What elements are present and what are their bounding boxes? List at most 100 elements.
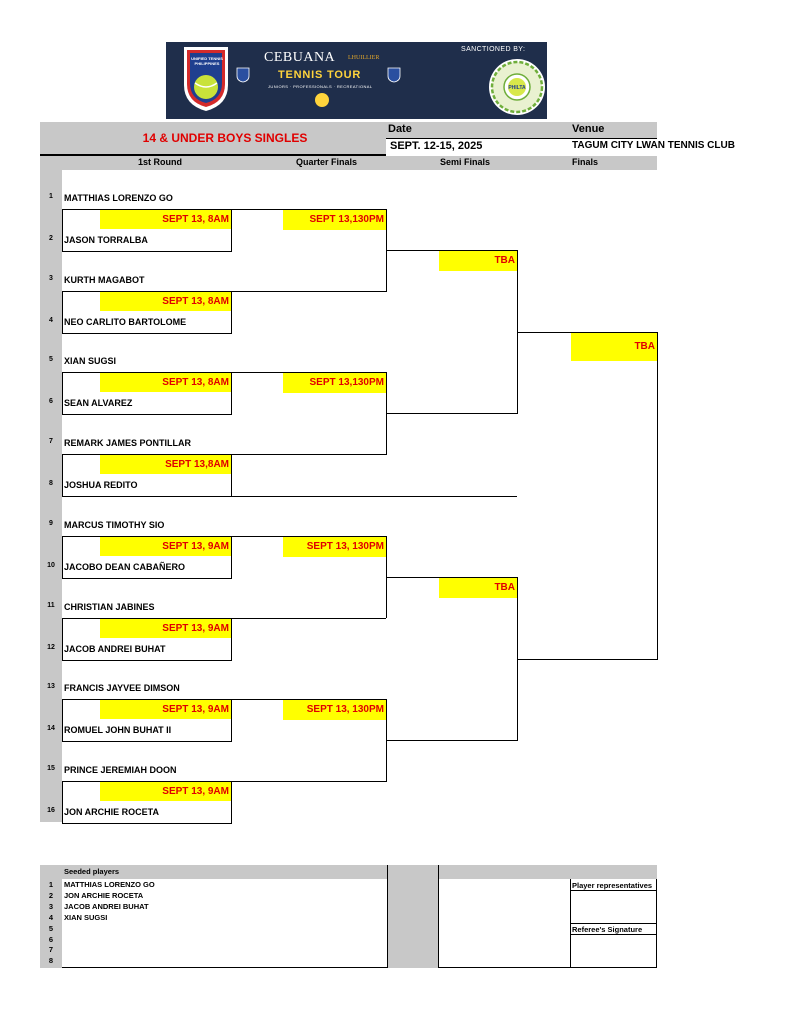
qf-winner-line-2 (386, 413, 517, 414)
venue-label: Venue (572, 123, 605, 135)
draw-number-column (40, 170, 62, 822)
r1-left-edge-8 (62, 780, 63, 824)
r1-winner-line-8 (231, 780, 386, 782)
seeded-header (40, 865, 657, 879)
player-name-5: XIAN SUGSI (64, 356, 117, 367)
seed-number-8: 8 (48, 956, 54, 966)
player-line-15 (62, 780, 231, 782)
r1-winner-line-5 (231, 535, 386, 537)
seeded-number-column (40, 879, 62, 968)
sf-winner-line-2 (517, 659, 657, 660)
sf-schedule-2: TBA (439, 578, 517, 598)
seed-name-4: XIAN SUGSI (64, 912, 108, 922)
player-number-7: 7 (49, 438, 53, 446)
player-line-2 (62, 251, 231, 252)
r1-left-edge-6 (62, 617, 63, 661)
sf-schedule-1: TBA (439, 251, 517, 271)
player-line-7 (62, 454, 231, 456)
player-name-15: PRINCE JEREMIAH DOON (64, 764, 177, 775)
date-label: Date (388, 123, 412, 135)
player-line-11 (62, 617, 231, 619)
seed-name-3: JACOB ANDREI BUHAT (64, 901, 149, 911)
round-label-1: 1st Round (138, 157, 182, 167)
player-line-1 (62, 209, 231, 210)
r1-left-edge-1 (62, 209, 63, 252)
qf-winner-line-4 (386, 740, 517, 741)
qf-schedule-1: SEPT 13,130PM (283, 210, 386, 230)
r1-winner-line-7 (231, 699, 386, 701)
r1-connector-1 (231, 209, 232, 252)
player-number-11: 11 (47, 601, 55, 609)
player-number-6: 6 (49, 398, 53, 406)
r1-left-edge-4 (62, 454, 63, 498)
philta-seal-logo (489, 59, 545, 115)
player-number-10: 10 (47, 561, 55, 569)
r1-schedule-6: SEPT 13, 9AM (100, 618, 231, 638)
header-rule (40, 154, 386, 156)
sanctioned-label: SANCTIONED BY: (461, 46, 526, 53)
player-name-14: ROMUEL JOHN BUHAT II (64, 725, 172, 736)
player-name-8: JOSHUA REDITO (64, 480, 138, 491)
seed-number-5: 5 (48, 923, 54, 933)
r1-connector-3 (231, 372, 232, 416)
venue-value: TAGUM CITY LWAN TENNIS CLUB (572, 140, 735, 151)
player-number-15: 15 (47, 764, 55, 772)
r1-connector-2 (231, 290, 232, 334)
player-line-13 (62, 699, 231, 701)
r1-left-edge-3 (62, 372, 63, 416)
seed-number-6: 6 (48, 934, 54, 944)
r1-left-edge-7 (62, 699, 63, 743)
player-reps-line (570, 890, 657, 891)
referee-label: Referee's Signature (572, 925, 643, 934)
r1-winner-line-3 (231, 372, 386, 374)
brand-sub: LHUILLIER (348, 55, 380, 61)
r1-connector-4 (231, 454, 232, 498)
r1-schedule-4: SEPT 13,8AM (100, 455, 231, 475)
r1-left-edge-2 (62, 290, 63, 334)
seed-name-1: MATTHIAS LORENZO GO (64, 880, 155, 889)
r1-connector-5 (231, 535, 232, 579)
crest-right-icon (387, 67, 401, 83)
player-name-12: JACOB ANDREI BUHAT (64, 643, 166, 654)
player-line-6 (62, 414, 231, 416)
seal-text: PHILTA (508, 85, 526, 91)
player-line-8 (62, 496, 231, 498)
player-number-9: 9 (49, 519, 53, 527)
r1-connector-7 (231, 699, 232, 743)
qf-schedule-2: SEPT 13,130PM (283, 373, 386, 394)
player-number-4: 4 (49, 316, 53, 324)
player-number-5: 5 (49, 356, 53, 364)
qf-winner-line-3 (386, 577, 517, 578)
final-connector (657, 332, 658, 660)
qf-schedule-4: SEPT 13, 130PM (283, 700, 386, 721)
r1-connector-8 (231, 780, 232, 824)
r1-winner-line-2 (231, 290, 386, 292)
player-name-1: MATTHIAS LORENZO GO (64, 193, 173, 203)
player-name-6: SEAN ALVAREZ (64, 398, 133, 409)
player-name-4: NEO CARLITO BARTOLOME (64, 316, 187, 327)
qf-winner-line-1 (386, 250, 517, 251)
player-name-3: KURTH MAGABOT (64, 274, 145, 285)
player-name-9: MARCUS TIMOTHY SIO (64, 519, 165, 530)
venue-label-box (570, 122, 657, 138)
player-line-3 (62, 290, 231, 292)
half-separator (231, 496, 517, 498)
player-line-9 (62, 535, 231, 537)
seeded-mid-column (387, 865, 439, 968)
rounds-bar (40, 156, 657, 170)
r1-schedule-2: SEPT 13, 8AM (100, 291, 231, 311)
header-divider (386, 138, 657, 139)
qf-schedule-3: SEPT 13, 130PM (283, 536, 386, 557)
event-title-box (40, 122, 386, 154)
referee-top-line (570, 923, 657, 924)
crest-left-icon (236, 67, 250, 83)
brand-name: CEBUANA (264, 50, 336, 65)
r1-schedule-3: SEPT 13, 8AM (100, 373, 231, 393)
player-line-16 (62, 822, 231, 824)
r1-schedule-5: SEPT 13, 9AM (100, 536, 231, 556)
player-number-2: 2 (49, 235, 53, 242)
sf-winner-line-1 (517, 332, 657, 333)
seeded-title: Seeded players (64, 867, 120, 876)
r1-schedule-8: SEPT 13, 9AM (100, 781, 231, 801)
date-label-box (386, 122, 570, 138)
